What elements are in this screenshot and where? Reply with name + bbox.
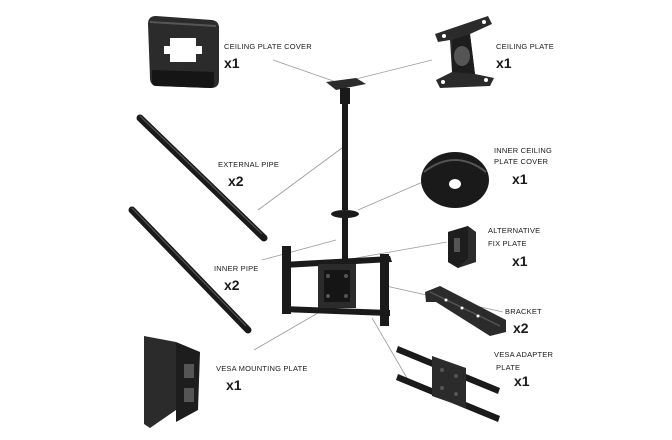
label-bracket: BRACKET x2 [505, 307, 542, 338]
label-inner-pipe: INNER PIPE x2 [214, 264, 259, 295]
part-quantity: x2 [228, 173, 244, 190]
inner-ceiling-plate-cover-part [421, 152, 489, 208]
external-pipe-part [136, 114, 268, 242]
part-quantity: x2 [224, 277, 240, 294]
label-vesa-adapter-plate: VESA ADAPTER PLATE x1 [494, 350, 553, 390]
label-inner-ceiling-plate-cover: INNER CEILING PLATE COVER x1 [494, 146, 552, 188]
bracket-part [425, 286, 506, 336]
part-quantity: x1 [226, 377, 242, 394]
part-name: CEILING PLATE [496, 42, 554, 51]
part-name: BRACKET [505, 307, 542, 316]
inner-pipe-part [128, 206, 252, 334]
vesa-mounting-plate-part [144, 336, 200, 428]
leader-vesa-adapter-plate [371, 317, 408, 379]
vesa-adapter-plate-part [396, 346, 500, 422]
leader-ceiling-plate [351, 59, 433, 81]
label-ceiling-plate-cover: CEILING PLATE COVER x1 [224, 42, 312, 73]
part-name: ALTERNATIVE [488, 226, 541, 235]
label-ceiling-plate: CEILING PLATE x1 [496, 42, 554, 73]
part-quantity: x1 [512, 170, 528, 187]
label-external-pipe: EXTERNAL PIPE x2 [218, 160, 279, 191]
part-name: CEILING PLATE COVER [224, 42, 312, 51]
part-quantity: x2 [513, 320, 529, 337]
part-name: VESA MOUNTING PLATE [216, 364, 308, 373]
part-quantity: x1 [224, 55, 240, 72]
leader-vesa-mounting-plate [253, 305, 331, 351]
leader-inner-pipe [261, 239, 337, 261]
part-name: VESA ADAPTER [494, 350, 554, 359]
part-name: INNER CEILING [494, 146, 553, 155]
leader-external-pipe [257, 147, 343, 211]
part-name: PLATE [496, 363, 521, 373]
part-name: EXTERNAL PIPE [218, 160, 280, 169]
assembled-mount [282, 78, 392, 326]
leader-ceiling-plate-cover [272, 59, 343, 85]
label-vesa-mounting-plate: VESA MOUNTING PLATE x1 [216, 364, 308, 395]
leader-alternative-fix-plate [355, 241, 448, 259]
ceiling-plate-cover-part [148, 16, 219, 88]
part-name: PLATE COVER [494, 157, 549, 167]
part-quantity: x1 [512, 252, 528, 269]
leader-lines [253, 59, 504, 379]
ceiling-plate-part [435, 16, 494, 88]
label-alternative-fix-plate: ALTERNATIVE FIX PLATE x1 [488, 226, 540, 270]
part-name: FIX PLATE [488, 239, 527, 249]
part-quantity: x1 [514, 372, 530, 389]
leader-inner-ceiling-plate-cover [357, 177, 433, 211]
part-quantity: x1 [496, 55, 512, 72]
part-name: INNER PIPE [214, 264, 259, 273]
alternative-fix-plate-part [448, 226, 476, 268]
